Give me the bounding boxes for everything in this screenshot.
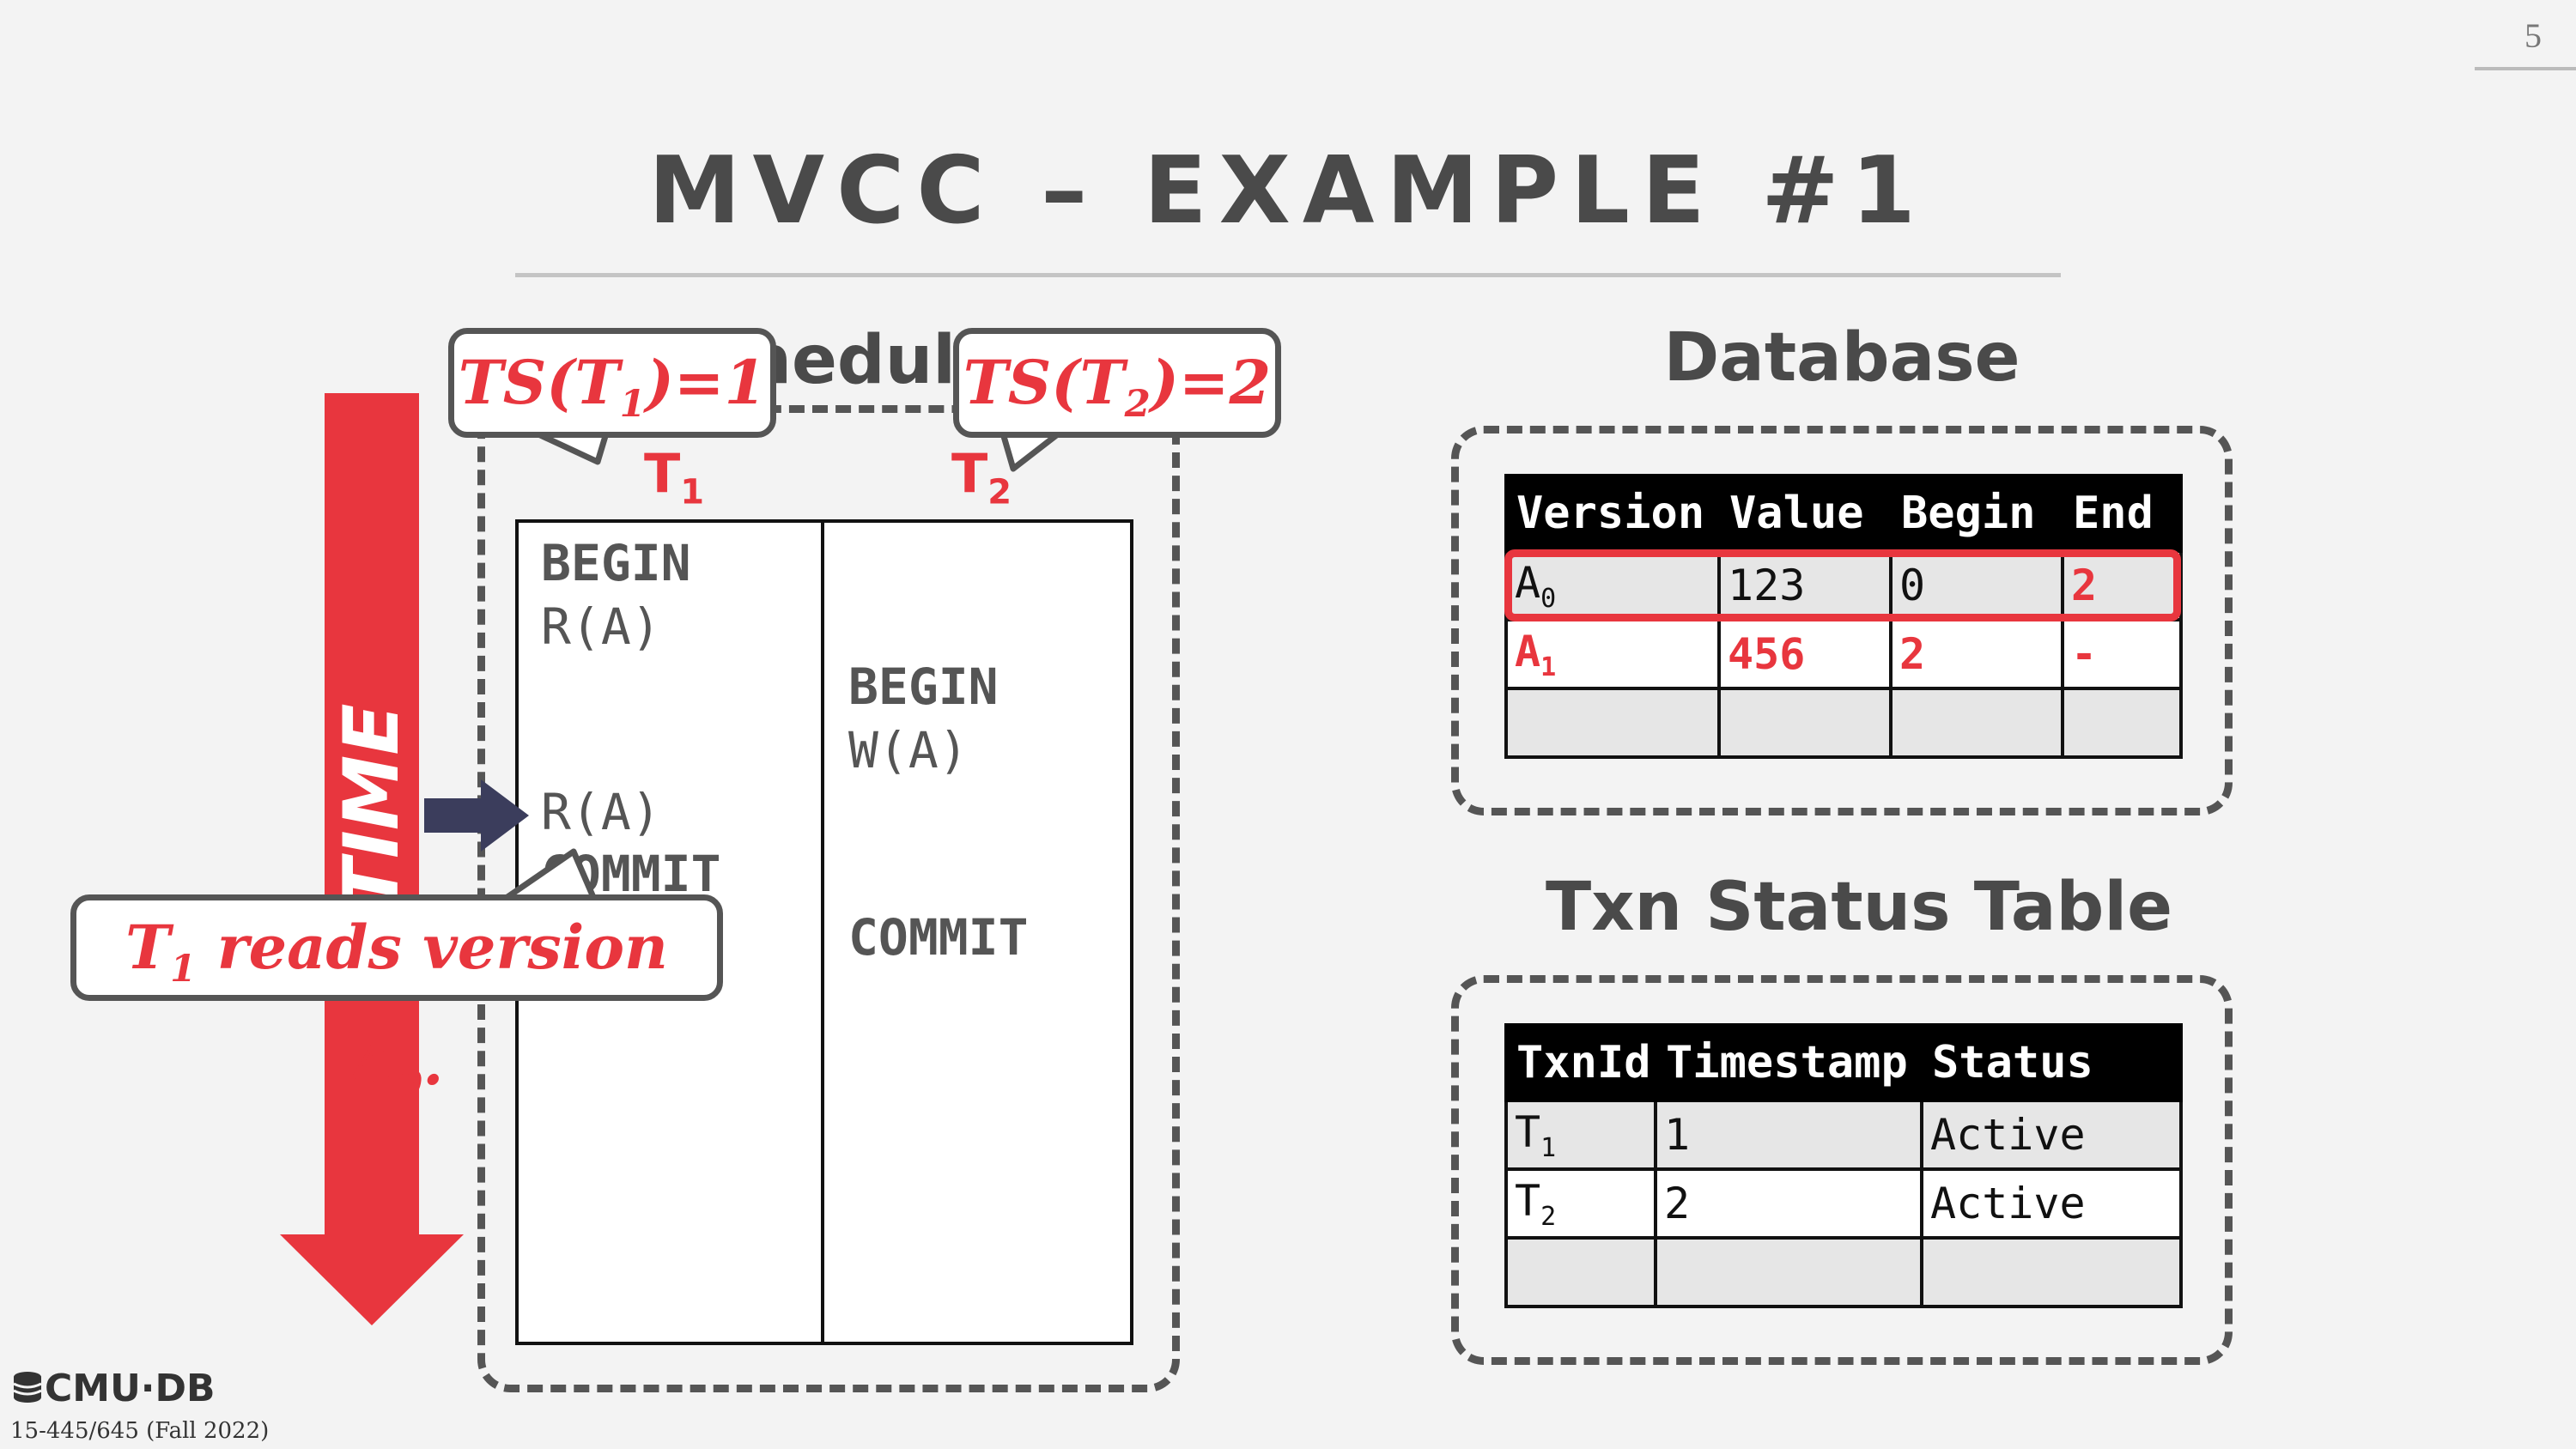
ts-t1-callout: TS(T1)=1 [448, 328, 776, 438]
header-value: Value [1717, 474, 1893, 553]
txn-status-title: Txn Status Table [1546, 869, 2172, 946]
table-row [1504, 687, 2183, 759]
table-row: T1 1 Active [1504, 1099, 2183, 1171]
value-cell: 456 [1717, 618, 1893, 690]
t1-op-read: R(A) [541, 597, 661, 656]
t2-op-commit: COMMIT [848, 908, 1029, 967]
slide-number: 5 [2524, 16, 2542, 55]
version-cell: A1 [1504, 618, 1721, 690]
title-underline [515, 273, 2061, 277]
txn-cell [1504, 1236, 1657, 1308]
header-begin: Begin [1889, 474, 2064, 553]
timestamp-cell [1654, 1236, 1923, 1308]
database-table: Version Value Begin End A0 123 0 2 A1 45… [1504, 474, 2183, 759]
t2-op-begin: BEGIN [848, 658, 999, 716]
schedule-column-divider [821, 519, 824, 1345]
end-cell: - [2061, 618, 2183, 690]
slide-title: MVCC – EXAMPLE #1 [648, 137, 1928, 245]
cmu-db-logo: CMU·DB [10, 1367, 216, 1410]
table-row: T2 2 Active [1504, 1167, 2183, 1240]
column-header-t2: T2 [951, 442, 1012, 512]
status-cell: Active [1920, 1099, 2183, 1171]
txn-cell: T2 [1504, 1167, 1657, 1240]
ts-t2-callout: TS(T2)=2 [953, 328, 1281, 438]
begin-cell [1889, 687, 2064, 759]
begin-cell: 2 [1889, 618, 2064, 690]
header-status: Status [1920, 1023, 2183, 1102]
time-arrow-label: TIME [327, 703, 416, 911]
version-cell [1504, 687, 1721, 759]
txn-status-frame [1451, 975, 2233, 1365]
t1-op-begin: BEGIN [541, 534, 691, 592]
column-header-t1: T1 [644, 442, 705, 512]
header-version: Version [1504, 474, 1721, 553]
end-cell [2061, 687, 2183, 759]
value-cell: 123 [1717, 549, 1893, 621]
course-label: 15-445/645 (Fall 2022) [10, 1418, 270, 1444]
current-step-arrow-icon [424, 779, 529, 852]
begin-cell: 0 [1889, 549, 2064, 621]
database-header-row: Version Value Begin End [1504, 474, 2183, 553]
end-cell: 2 [2061, 549, 2183, 621]
txn-status-table: TxnId Timestamp Status T1 1 Active T2 2 … [1504, 1023, 2183, 1308]
timestamp-cell: 1 [1654, 1099, 1923, 1171]
value-cell [1717, 687, 1893, 759]
highlighted-version-row [1504, 549, 2181, 621]
read-note-callout: T1 reads version A0. [70, 894, 723, 1106]
database-icon [13, 1372, 42, 1403]
status-cell: Active [1920, 1167, 2183, 1240]
header-txnid: TxnId [1504, 1023, 1657, 1102]
t1-op-read-2: R(A) [541, 783, 661, 841]
txn-header-row: TxnId Timestamp Status [1504, 1023, 2183, 1102]
txn-cell: T1 [1504, 1099, 1657, 1171]
time-arrow-head-icon [280, 1234, 464, 1325]
status-cell [1920, 1236, 2183, 1308]
t2-op-write: W(A) [848, 721, 969, 779]
timestamp-cell: 2 [1654, 1167, 1923, 1240]
time-arrow-shaft [325, 393, 419, 1252]
table-row: A1 456 2 - [1504, 618, 2183, 690]
database-frame [1451, 426, 2233, 815]
slide-number-rule [2475, 67, 2576, 70]
header-end: End [2061, 474, 2183, 553]
header-timestamp: Timestamp [1654, 1023, 1923, 1102]
table-row [1504, 1236, 2183, 1308]
database-title: Database [1663, 319, 2020, 397]
